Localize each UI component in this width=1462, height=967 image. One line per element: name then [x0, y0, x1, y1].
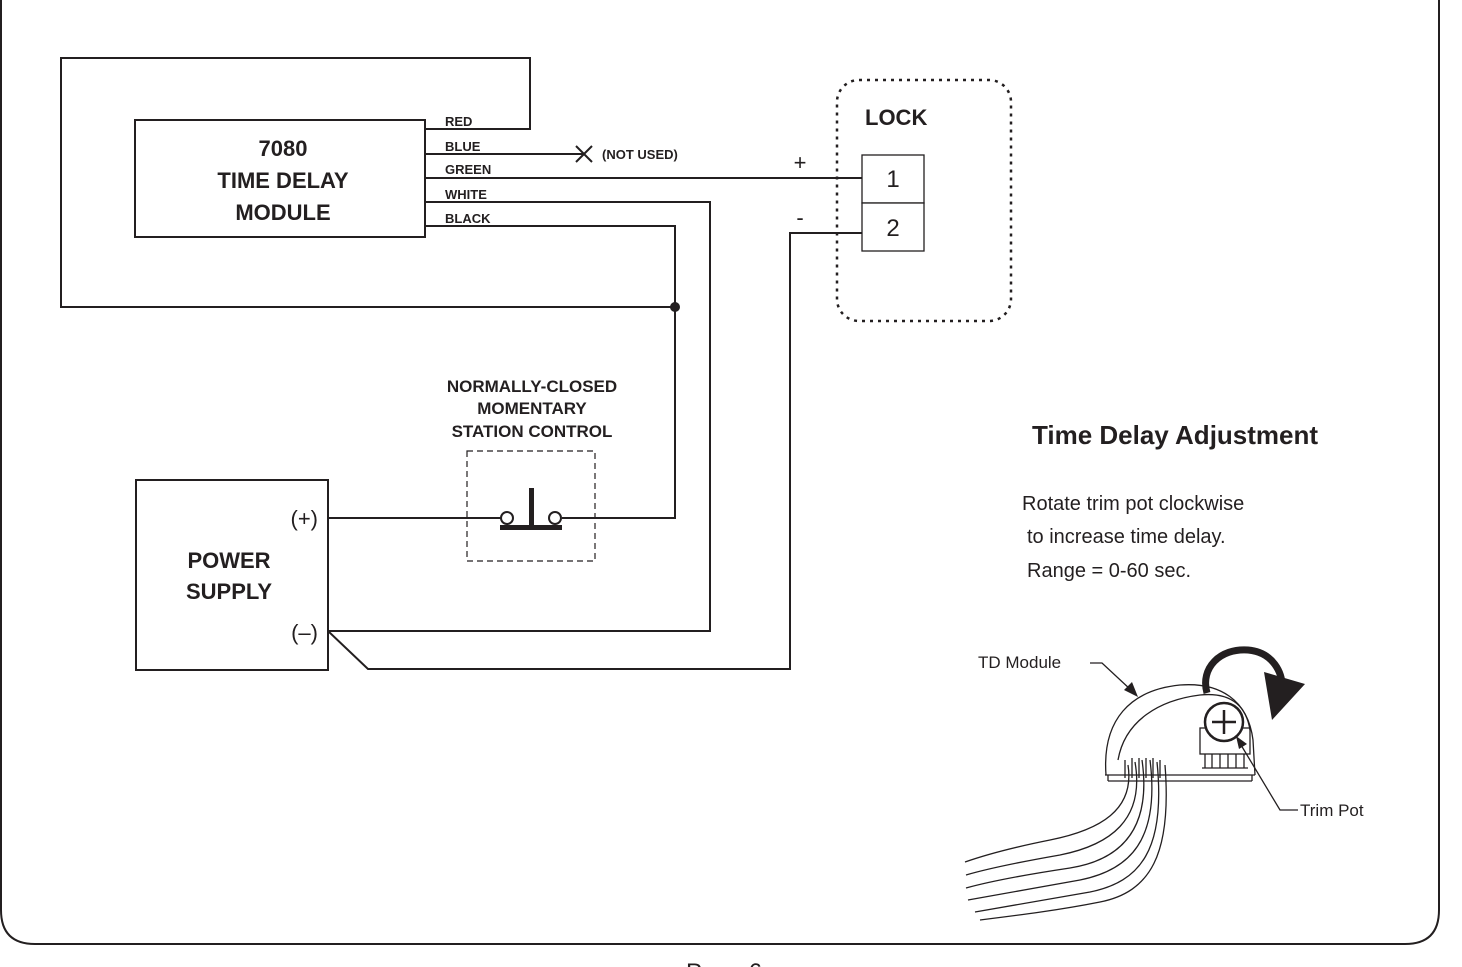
red-wire — [60, 57, 675, 308]
trim-pot-arrowhead — [1236, 736, 1247, 749]
lock-minus-sign: - — [796, 205, 803, 230]
adjustment-line1: Rotate trim pot clockwise — [1022, 493, 1244, 515]
lock-terminal-2: 2 — [886, 215, 899, 242]
lock-plus-sign: + — [794, 150, 807, 175]
white-wire-label: WHITE — [445, 187, 487, 202]
clockwise-rotation-arrow-icon — [1202, 646, 1305, 720]
switch-label-line1: NORMALLY-CLOSED — [447, 377, 617, 396]
red-wire-label: RED — [445, 114, 472, 129]
module-name-line2: MODULE — [235, 200, 330, 225]
td-module-label: TD Module — [978, 653, 1061, 672]
lock-terminal-2-box — [861, 202, 925, 252]
switch-label-line2: MOMENTARY — [477, 399, 587, 418]
lock-terminal-1: 1 — [886, 166, 899, 193]
power-supply-box — [135, 479, 329, 671]
td-module-illustration — [964, 684, 1256, 921]
trim-pot-leader — [1237, 739, 1298, 811]
junction-dot — [670, 302, 680, 312]
td-module-arrowhead — [1124, 682, 1138, 697]
not-used-label: (NOT USED) — [602, 147, 678, 162]
power-supply-line1: POWER — [187, 548, 270, 573]
lock-negative-wire — [327, 232, 862, 670]
adjustment-line2: to increase time delay. — [1027, 526, 1226, 548]
black-wire-label: BLACK — [445, 211, 491, 226]
adjustment-line3: Range = 0-60 sec. — [1027, 560, 1191, 582]
td-module-leader — [1090, 662, 1132, 691]
module-name-line1: TIME DELAY — [217, 168, 349, 193]
adjustment-title: Time Delay Adjustment — [1032, 420, 1318, 450]
blue-wire-label: BLUE — [445, 139, 481, 154]
trim-pot-label: Trim Pot — [1300, 801, 1364, 820]
power-supply-plus: (+) — [291, 506, 319, 531]
green-wire-label: GREEN — [445, 162, 491, 177]
lock-box — [835, 78, 1013, 323]
lock-title: LOCK — [865, 105, 927, 130]
module-number: 7080 — [259, 136, 308, 161]
push-button-switch-icon — [500, 488, 562, 530]
not-used-x-icon — [575, 145, 593, 163]
power-supply-line2: SUPPLY — [186, 579, 272, 604]
white-wire — [328, 201, 711, 632]
switch-label-line3: STATION CONTROL — [452, 422, 613, 441]
black-wire — [425, 225, 676, 519]
switch-enclosure — [466, 450, 596, 562]
page-border — [0, 0, 1440, 945]
page-number: Page 6 — [686, 959, 762, 967]
power-supply-minus: (–) — [291, 620, 318, 645]
